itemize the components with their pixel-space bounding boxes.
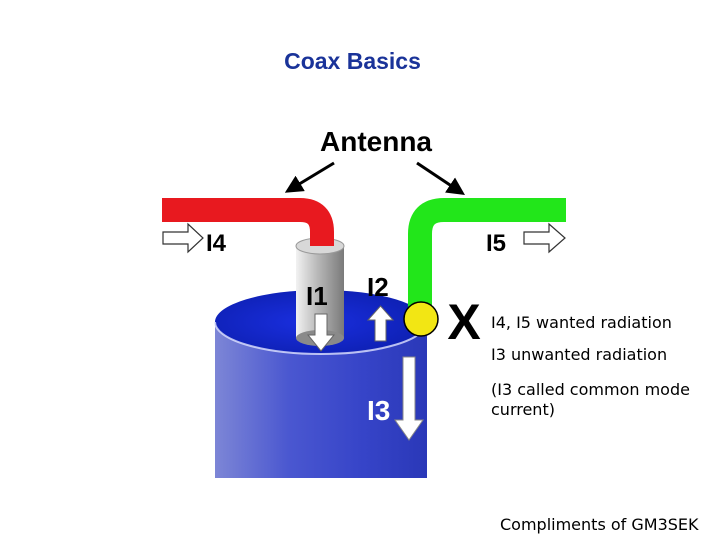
white-arrow-down-icon — [306, 313, 336, 352]
outline-arrow-right-icon — [162, 222, 204, 254]
antenna-pointer-right-icon — [416, 161, 465, 195]
x-mark: X — [447, 294, 480, 350]
outline-arrow-right-icon — [523, 222, 566, 254]
white-arrow-down-icon — [394, 356, 424, 441]
antenna-label: Antenna — [320, 126, 432, 157]
label-i4: I4 — [206, 230, 227, 257]
coax-shield — [214, 290, 428, 478]
note-common-mode: (I3 called common mode current) — [491, 380, 690, 419]
antenna-pointer-left-icon — [284, 161, 335, 193]
label-i2: I2 — [367, 272, 389, 302]
junction-point — [403, 301, 439, 337]
note-wanted-radiation: I4, I5 wanted radiation — [491, 313, 672, 332]
white-arrow-up-icon — [366, 305, 395, 342]
credit-text: Compliments of GM3SEK — [500, 515, 699, 534]
note-unwanted-radiation: I3 unwanted radiation — [491, 345, 668, 364]
label-i3: I3 — [367, 395, 390, 426]
left-antenna-arm — [162, 198, 334, 246]
label-i5: I5 — [486, 230, 506, 257]
page-title: Coax Basics — [284, 48, 421, 74]
label-i1: I1 — [306, 281, 328, 311]
right-antenna-arm — [408, 198, 566, 316]
